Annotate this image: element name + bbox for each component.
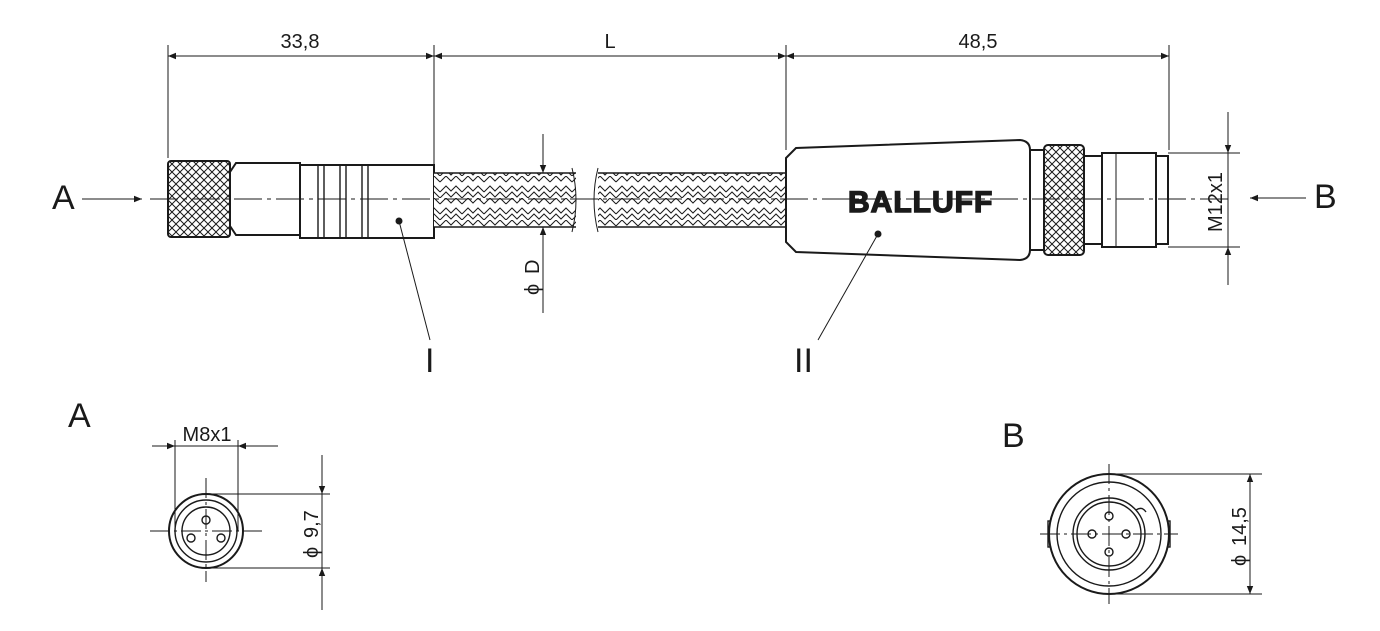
detail-b-label: B — [1002, 417, 1025, 455]
part-one-label: I — [425, 342, 434, 380]
detail-a: A M8x1 ϕ 9,7 — [68, 397, 330, 610]
view-a-label: A — [52, 179, 75, 217]
male-connector: BALLUFF — [785, 138, 1169, 262]
view-arrow-a: A — [52, 179, 142, 217]
break-line-right — [593, 167, 599, 233]
cable-diameter-dimension: ϕ D — [522, 134, 547, 313]
part-leaders: I II — [395, 217, 882, 380]
female-thread-label: M8x1 — [183, 424, 232, 446]
male-thread-dimension: M12x1 — [1168, 112, 1240, 285]
male-knurled-nut — [1043, 144, 1085, 256]
brand-logo: BALLUFF — [848, 186, 993, 219]
male-length-label: 48,5 — [959, 31, 998, 53]
male-shoulder — [1083, 155, 1103, 245]
cable-diameter-label: D — [522, 260, 544, 274]
view-b-label: B — [1314, 178, 1337, 216]
top-dimensions: 33,8 L 48,5 — [167, 31, 1170, 165]
female-length-label: 33,8 — [281, 31, 320, 53]
male-diameter-symbol: ϕ — [1229, 555, 1251, 566]
male-thread-end — [1155, 155, 1169, 245]
view-arrow-b: B — [1250, 178, 1337, 216]
braided-cable — [434, 167, 786, 233]
cable-length-label: L — [604, 31, 615, 53]
part-two-label: II — [794, 342, 813, 380]
male-collar — [1029, 149, 1045, 251]
detail-b: B ϕ 14,5 — [1002, 417, 1262, 604]
male-thread-label: M12x1 — [1205, 172, 1227, 232]
cable-diameter-symbol: ϕ — [522, 284, 544, 295]
detail-a-label: A — [68, 397, 91, 435]
female-grip — [299, 164, 435, 239]
male-thread — [1101, 152, 1157, 248]
female-diameter-label: 9,7 — [301, 510, 323, 538]
female-diameter-symbol: ϕ — [301, 547, 323, 558]
male-diameter-label: 14,5 — [1229, 507, 1251, 546]
break-line-left — [571, 167, 577, 233]
